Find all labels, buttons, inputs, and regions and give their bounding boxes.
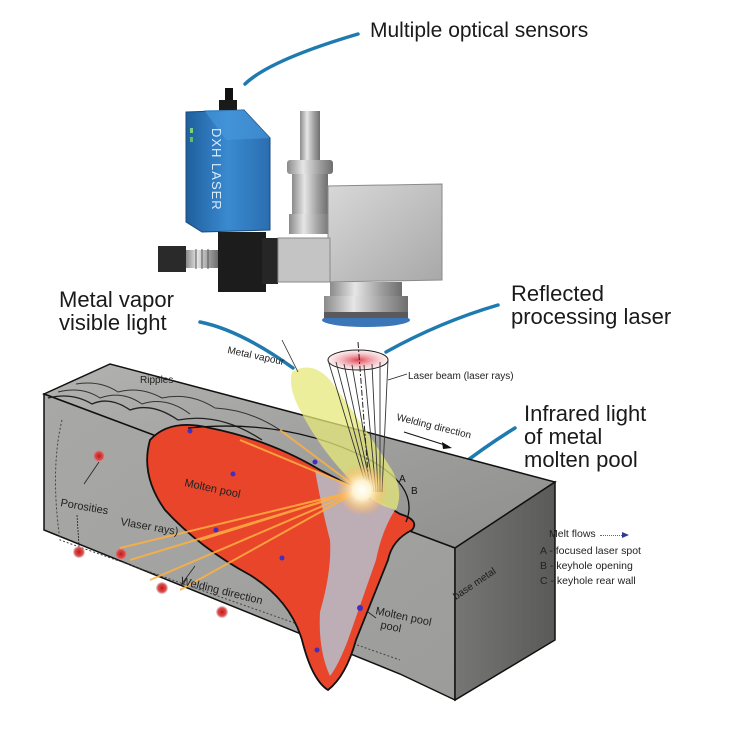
callout-multiple-optical-sensors: Multiple optical sensors [370,19,589,42]
legend-melt-flows-label: Melt flows [549,528,596,540]
legend: Melt flows A - focused laser spot B - ke… [540,527,641,589]
brand-label: DXH LASER [209,128,224,211]
callout-infrared-line3: molten pool [524,447,638,473]
label-welding-direction-top: Welding direction [395,412,472,441]
connector [225,88,233,102]
porosity-dot [73,546,85,558]
porosity-dot [93,450,105,462]
ripples [47,395,263,441]
callout-infrared-line2: of metal [524,424,603,450]
callout-line-reflected [384,303,500,354]
laser-beam-cone [327,341,389,501]
label-point-b: B [411,486,418,497]
label-ripples: Ripples [140,375,173,386]
callout-line-vapor [198,320,295,370]
arrowhead-icon [621,531,629,538]
callout-metal-vapor: Metal vapor visible light [59,288,174,334]
porosity-dot [156,582,168,594]
callout-vapor-line2: visible light [59,310,167,336]
keyhole [315,470,395,676]
welding-direction-arrow [403,431,452,449]
callout-reflected-line1: Reflected [511,281,604,306]
label-metal-vapour: Metal vapour [226,345,285,368]
laser-focus-flash [336,464,388,516]
melt-flow-arrow-icon [599,535,622,536]
scanner-box [327,183,443,283]
label-molten-pool-side-2: pool [379,619,402,635]
callout-sensors-text: Multiple optical sensors [370,19,589,42]
legend-item-a: A - focused laser spot [540,545,641,557]
legend-melt-flows: Melt flows [549,527,641,542]
label-laser-beam: Laser beam (laser rays) [408,371,514,382]
callout-infrared-line1: Infrared light [524,401,647,426]
collimator-tube [300,111,320,161]
legend-item-b: B - keyhole opening [540,560,633,572]
metal-workpiece [42,363,557,702]
callout-infrared-light: Infrared light of metal molten pool [524,402,646,471]
callout-vapor-line1: Metal vapor [59,287,174,312]
side-camera [158,246,186,272]
mount-block [218,232,266,292]
porosity-dot [115,548,127,560]
porosity-dot [216,606,228,618]
callout-reflected-line2: processing laser [511,304,672,330]
legend-item-c: C - keyhole rear wall [540,575,636,587]
callout-reflected-laser: Reflected processing laser [511,282,671,328]
callout-line-sensors [243,32,360,86]
welding-head-device: DXH LASER [158,88,443,327]
melt-flow-markers [187,428,363,653]
focus-lens-nozzle [330,282,402,296]
workpiece-side-face [454,480,556,702]
label-point-a: A [399,474,406,485]
